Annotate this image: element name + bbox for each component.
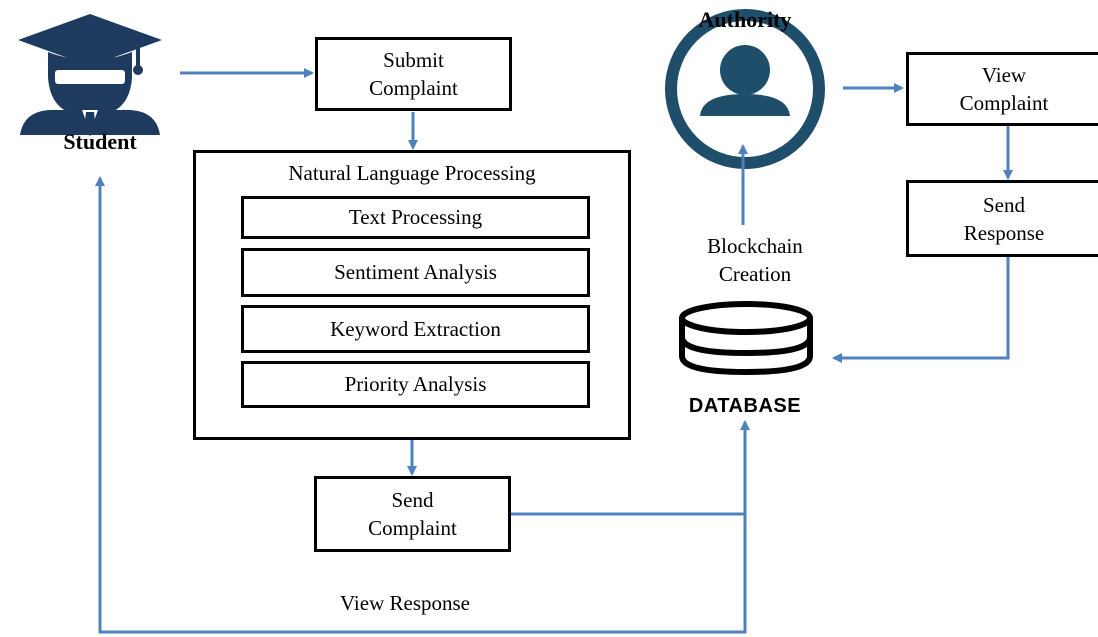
database-label: DATABASE [688, 395, 802, 417]
nlp-step-sentiment-analysis: Sentiment Analysis [241, 248, 590, 297]
send-response-line2: Response [963, 220, 1045, 245]
blockchain-creation-label: Blockchain Creation [670, 232, 840, 288]
view-complaint-line1: View [981, 63, 1027, 87]
arrow-send-response-to-database [832, 256, 1010, 363]
nlp-step-priority-analysis: Priority Analysis [241, 361, 590, 408]
database-icon [679, 301, 813, 376]
send-response-line1: Send [983, 192, 1025, 217]
blockchain-line2: Creation [718, 262, 792, 286]
view-complaint-line2: Complaint [959, 91, 1049, 115]
submit-complaint-box: Submit Complaint [315, 37, 512, 111]
submit-complaint-line2: Complaint [369, 76, 458, 100]
view-response-label: View Response [340, 591, 470, 615]
arrow-view-response-to-student [95, 176, 747, 634]
send-complaint-box: Send Complaint [314, 476, 511, 552]
send-complaint-line2: Complaint [368, 516, 457, 540]
student-icon [18, 14, 162, 136]
view-complaint-box: View Complaint [906, 52, 1098, 126]
nlp-step-keyword-extraction: Keyword Extraction [241, 305, 590, 353]
student-label: Student [63, 129, 137, 154]
nlp-step-text-processing: Text Processing [241, 196, 590, 239]
authority-label: Authority [698, 7, 792, 32]
authority-icon [665, 9, 825, 169]
send-complaint-line1: Send [391, 488, 434, 512]
nlp-title: Natural Language Processing [288, 161, 536, 185]
submit-complaint-line1: Submit [383, 48, 444, 72]
send-response-box: Send Response [906, 180, 1098, 257]
blockchain-line1: Blockchain [707, 234, 803, 258]
